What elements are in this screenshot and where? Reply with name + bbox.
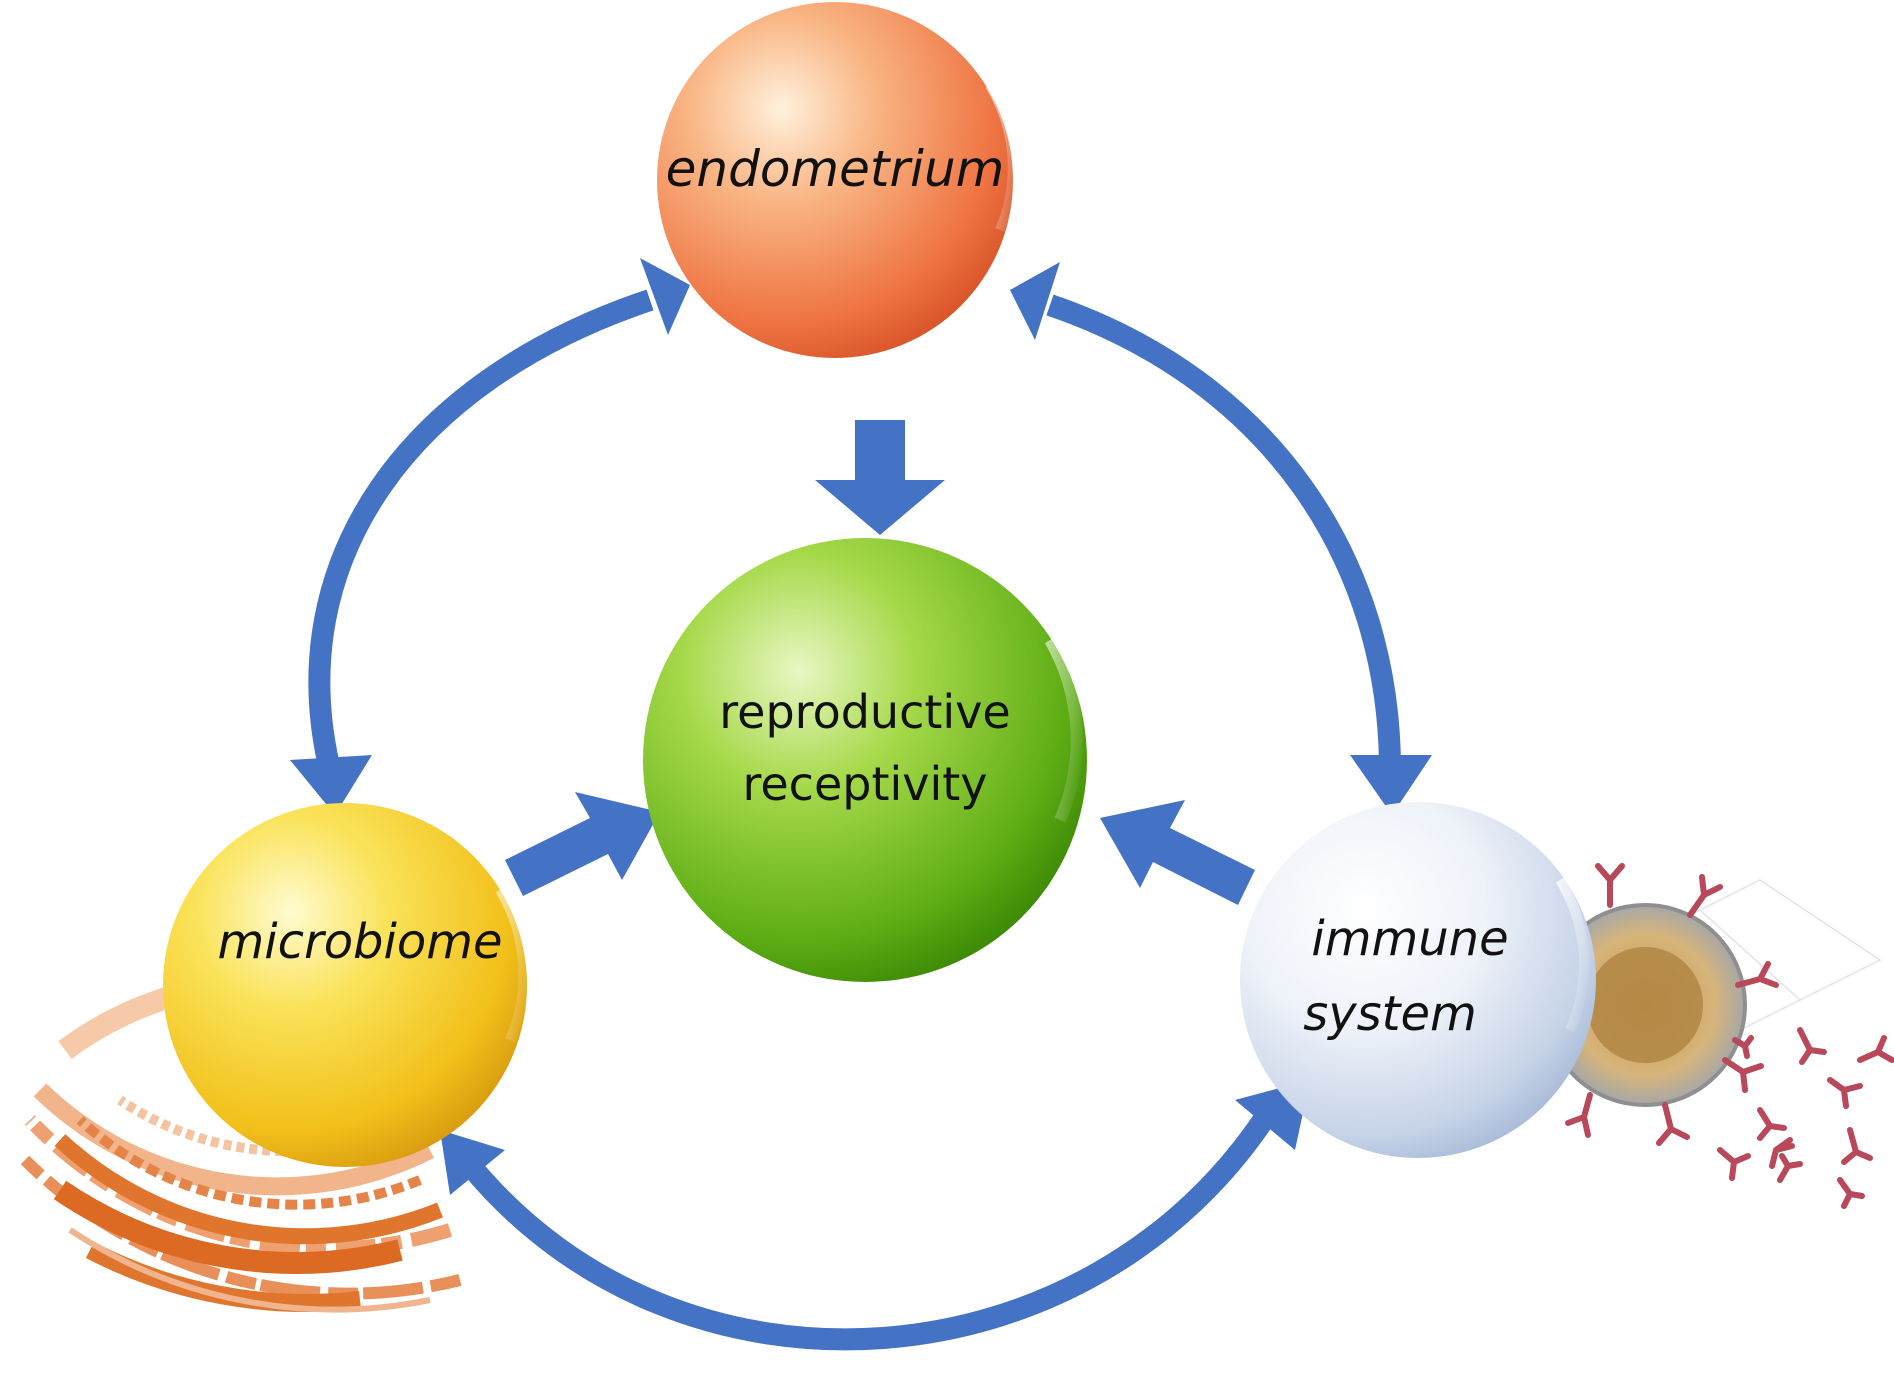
arrow-microbiome-endometrium bbox=[308, 289, 654, 773]
immune-label-line1: immune bbox=[1311, 911, 1508, 967]
arrowhead-to-endometrium-left bbox=[640, 258, 690, 335]
immune-label-line2: system bbox=[1303, 986, 1477, 1042]
arrowhead-to-microbiome-bottom bbox=[440, 1130, 505, 1195]
arrow-endometrium-to-center bbox=[815, 420, 945, 535]
center-label-line2: receptivity bbox=[742, 757, 987, 811]
arrow-microbiome-to-center bbox=[505, 792, 660, 896]
arrow-endometrium-immune bbox=[1046, 294, 1401, 771]
center-label-line1: reproductive bbox=[719, 685, 1010, 739]
arrowhead-to-endometrium-right bbox=[1010, 262, 1060, 340]
central-arrows bbox=[505, 420, 1255, 905]
arrowhead-to-immune-top bbox=[1350, 755, 1432, 815]
microbiome-node: microbiome bbox=[163, 803, 529, 1167]
arrow-immune-to-center bbox=[1100, 800, 1255, 905]
microbiome-label: microbiome bbox=[217, 914, 502, 970]
immune-cell-antibody-icon bbox=[1543, 863, 1894, 1209]
immune-system-node: immune system bbox=[1240, 802, 1596, 1158]
arrow-microbiome-immune bbox=[461, 1104, 1280, 1351]
endometrium-node: endometrium bbox=[657, 2, 1018, 358]
reproductive-receptivity-node: reproductive receptivity bbox=[643, 538, 1087, 982]
arrowhead-to-microbiome-top bbox=[290, 755, 372, 815]
endometrium-label: endometrium bbox=[666, 140, 1005, 198]
cycle-arrows bbox=[308, 289, 1401, 1351]
